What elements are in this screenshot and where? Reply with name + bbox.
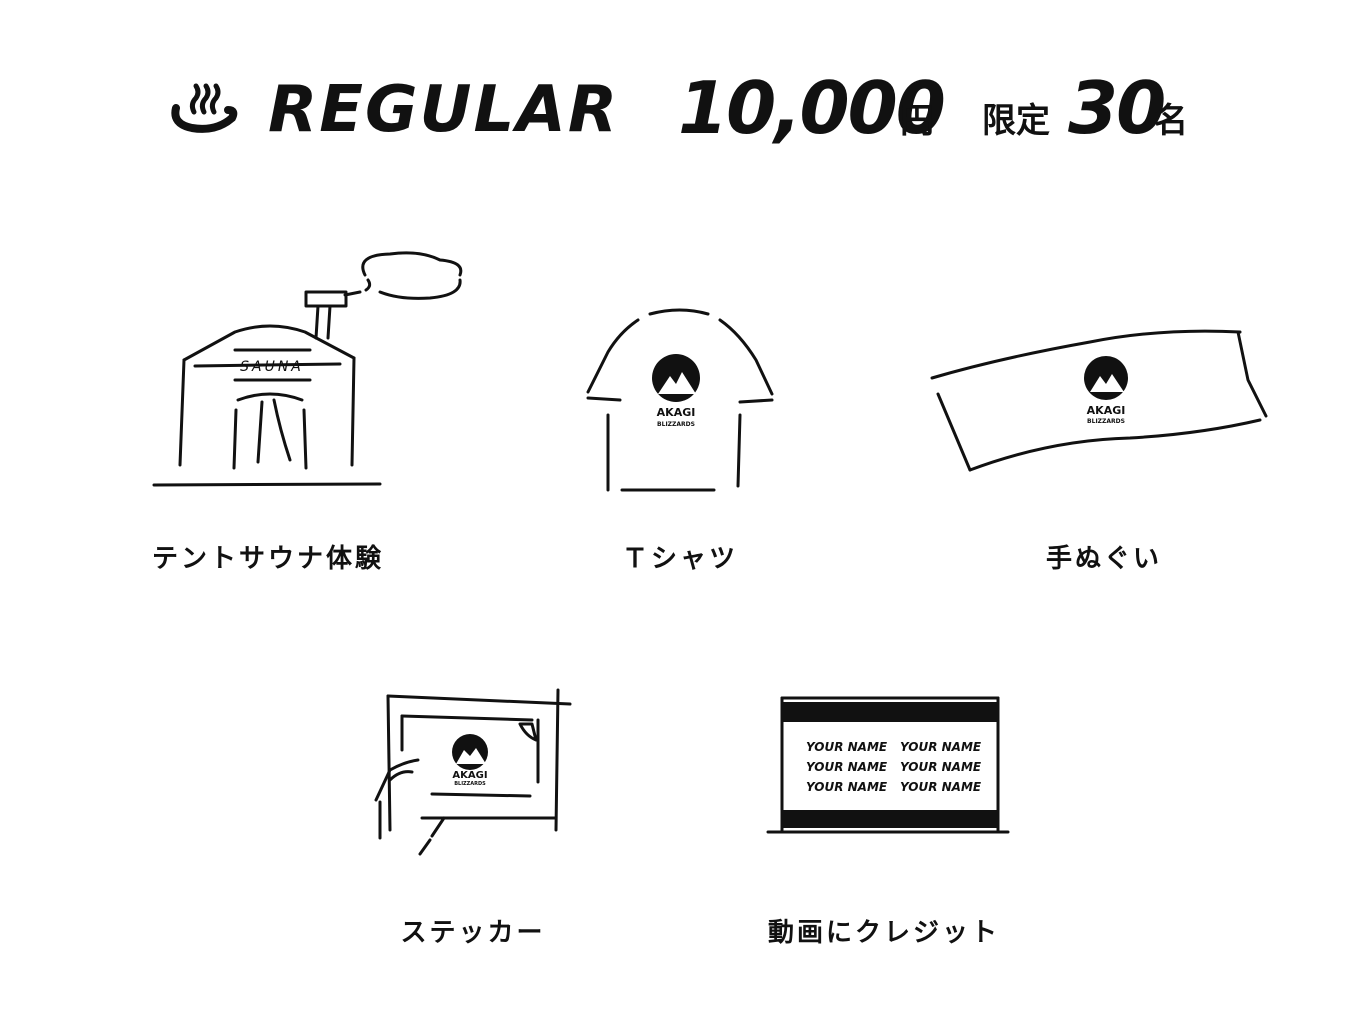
- video-credit-icon: YOUR NAME YOUR NAME YOUR NAME YOUR NAME …: [766, 696, 1010, 834]
- sticker-icon: AKAGI BLIZZARDS: [374, 688, 572, 856]
- item-label-towel: 手ぬぐい: [1045, 544, 1162, 574]
- tshirt-icon: AKAGI BLIZZARDS: [586, 308, 774, 492]
- towel-icon: AKAGI BLIZZARDS: [930, 329, 1268, 472]
- limit-suffix: 名: [1154, 101, 1188, 141]
- item-sticker: AKAGI BLIZZARDS ステッカー: [360, 688, 600, 950]
- price-unit: 円: [900, 101, 934, 141]
- credit-name: YOUR NAME: [900, 780, 982, 794]
- item-label-tent-sauna: テントサウナ体験: [152, 544, 385, 574]
- item-label-video-credit: 動画にクレジット: [767, 918, 1000, 948]
- item-tshirt: AKAGI BLIZZARDS Ｔシャツ: [560, 290, 800, 590]
- towel-logo-bottom: BLIZZARDS: [1087, 418, 1125, 425]
- item-video-credit: YOUR NAME YOUR NAME YOUR NAME YOUR NAME …: [760, 690, 1020, 950]
- tshirt-logo-top: AKAGI: [657, 406, 696, 419]
- header: REGULAR 10,000 円 限定 30 名: [0, 0, 1361, 170]
- tent-sauna-icon: SAUNA: [152, 251, 463, 487]
- plan-name: REGULAR: [268, 73, 620, 147]
- limit-number: 30: [1068, 66, 1166, 150]
- credit-name: YOUR NAME: [900, 760, 982, 774]
- onsen-icon: [171, 83, 238, 133]
- sauna-sign-text: SAUNA: [240, 359, 304, 375]
- credit-name: YOUR NAME: [806, 760, 888, 774]
- item-label-sticker: ステッカー: [400, 918, 546, 948]
- item-tent-sauna: SAUNA テントサウナ体験: [140, 240, 480, 590]
- item-label-tshirt: Ｔシャツ: [621, 544, 738, 574]
- credit-name: YOUR NAME: [806, 780, 888, 794]
- credit-name: YOUR NAME: [806, 740, 888, 754]
- sticker-logo-bottom: BLIZZARDS: [454, 781, 486, 787]
- towel-logo-top: AKAGI: [1087, 404, 1126, 417]
- item-towel: AKAGI BLIZZARDS 手ぬぐい: [920, 320, 1280, 590]
- credit-name: YOUR NAME: [900, 740, 982, 754]
- sticker-logo-top: AKAGI: [452, 770, 487, 781]
- limit-prefix: 限定: [982, 101, 1050, 141]
- price-number: 10,000: [678, 66, 946, 150]
- tshirt-logo-bottom: BLIZZARDS: [657, 421, 695, 428]
